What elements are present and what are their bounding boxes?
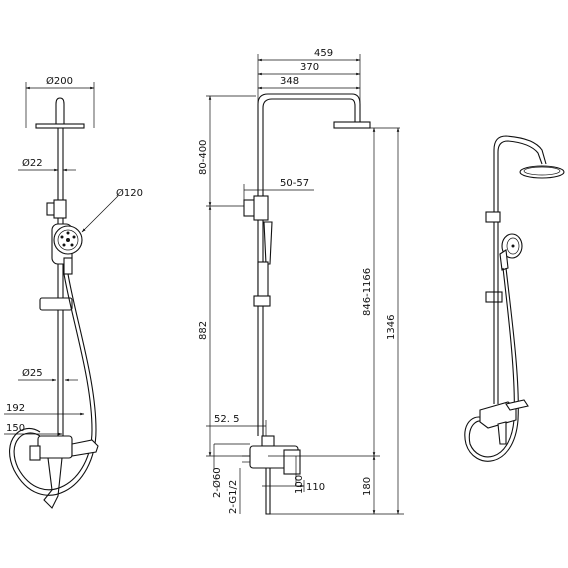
slide-bracket-side [39,297,73,311]
thread-2-g12-label: 2-G1/2 [228,480,239,514]
spout-192-label: 192 [6,403,25,414]
rain-shower-head-side [35,123,85,129]
depth-100-label: 100 [294,475,305,494]
height-846-1166-label: 846-1166 [362,268,373,316]
height-1346-label: 1346 [386,315,397,340]
hand-shower-front [263,221,273,265]
height-882-label: 882 [198,321,209,340]
hand-shower-perspective [499,233,523,271]
rain-shower-head-perspective [519,165,565,179]
width-370-label: 370 [300,62,319,73]
mixer-perspective [479,399,529,445]
riser-diameter-label: Ø22 [22,157,43,169]
depth-110-label: 110 [306,482,325,493]
perspective-view [464,135,565,462]
rain-shower-head-front [333,121,371,129]
front-view: 459 370 348 80-400 50-57 882 [198,48,404,515]
lower-diameter-label: Ø25 [22,367,43,379]
height-80-400-label: 80-400 [198,140,209,175]
offset-52-5-label: 52. 5 [214,414,239,425]
head-diameter-label: Ø200 [46,75,73,87]
offset-50-57-label: 50-57 [280,178,309,189]
side-view: Ø200 Ø22 Ø120 [4,75,143,509]
width-348-label: 348 [280,76,299,87]
hand-shower-side [51,223,83,275]
width-459-label: 459 [314,48,333,59]
mixer-side [29,435,99,509]
inlet-2-60-label: 2-Ø60 [211,467,223,498]
height-180-label: 180 [362,477,373,496]
spout-150-label: 150 [6,423,25,434]
handshower-diameter-label: Ø120 [116,187,143,199]
